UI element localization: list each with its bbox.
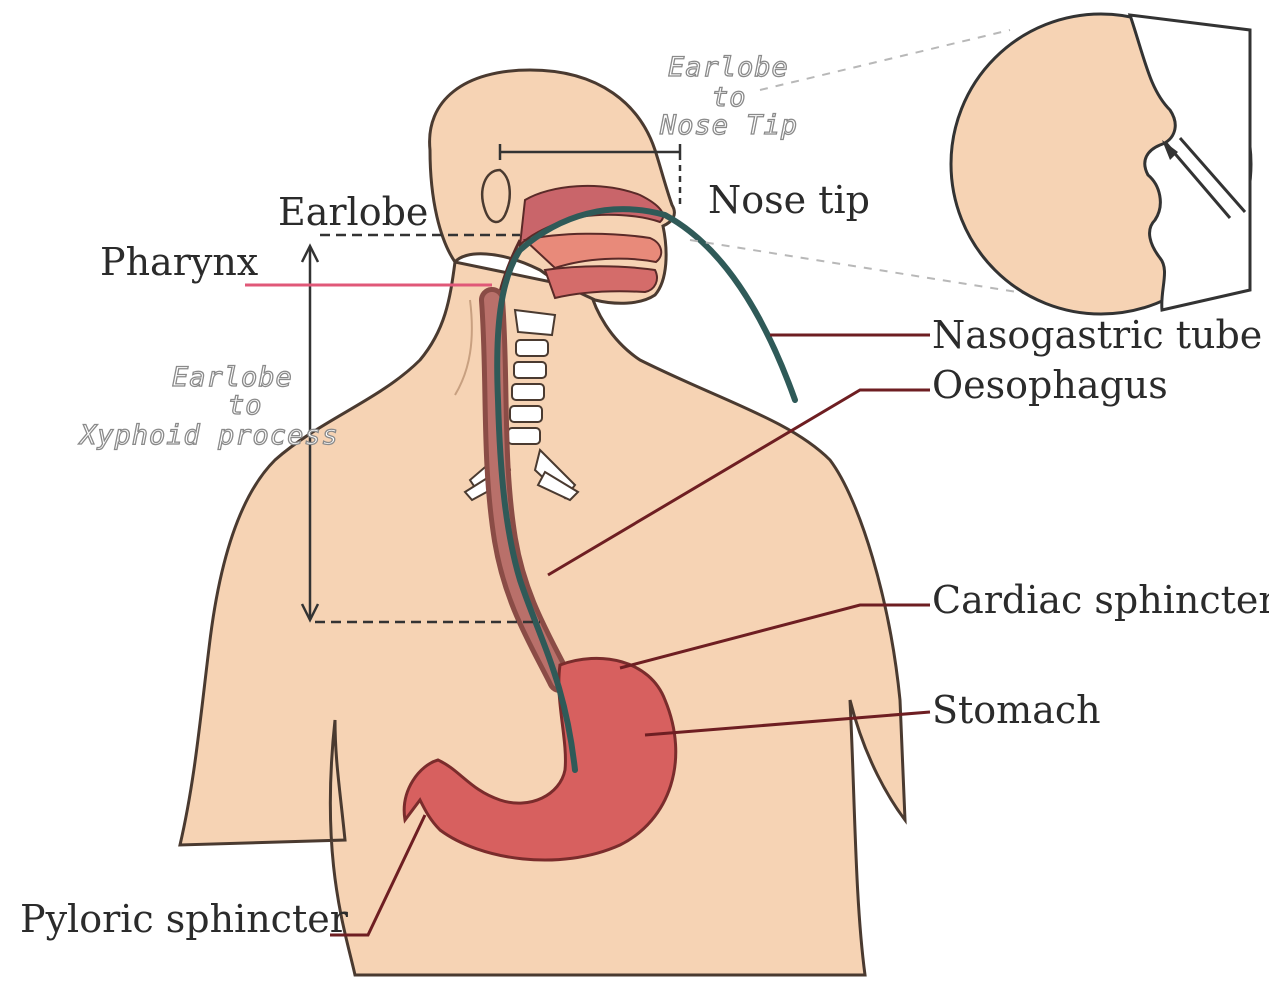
svg-text:Nose Tip: Nose Tip xyxy=(659,110,798,141)
nose-zoom-inset xyxy=(951,14,1251,314)
label-pyloric-sphincter: Pyloric sphincter xyxy=(20,897,349,941)
svg-text:to: to xyxy=(712,82,747,113)
svg-text:Earlobe: Earlobe xyxy=(172,362,293,393)
svg-text:Xyphoid process: Xyphoid process xyxy=(78,420,339,451)
label-nasogastric-tube: Nasogastric tube xyxy=(932,313,1262,357)
label-pharynx: Pharynx xyxy=(100,240,258,284)
label-nose-tip: Nose tip xyxy=(708,178,870,222)
svg-text:Earlobe: Earlobe xyxy=(668,52,789,83)
caption-earlobe-to-nose: Earlobe to Nose Tip xyxy=(659,52,798,141)
caption-earlobe-to-xyphoid: Earlobe to Xyphoid process xyxy=(78,362,339,451)
label-earlobe: Earlobe xyxy=(278,190,428,234)
ear xyxy=(482,170,509,222)
label-cardiac-sphincter: Cardiac sphincter xyxy=(932,578,1269,622)
label-oesophagus: Oesophagus xyxy=(932,363,1168,407)
label-stomach: Stomach xyxy=(932,688,1101,732)
svg-text:to: to xyxy=(228,390,263,421)
